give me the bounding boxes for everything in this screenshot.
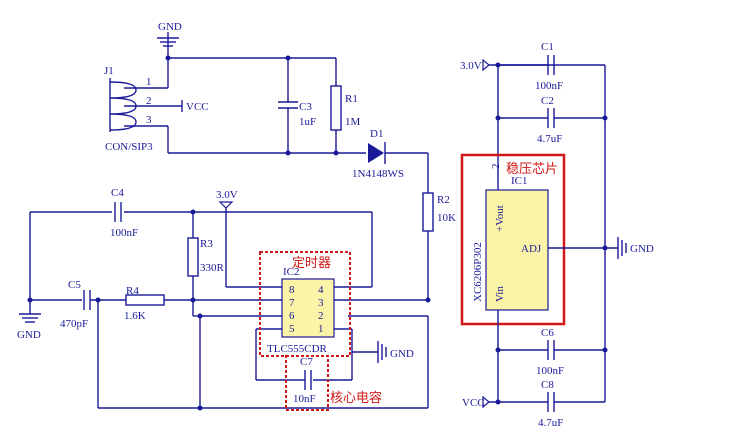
ic1-vout: +Vout: [494, 205, 506, 232]
ic2-pin2: 2: [318, 310, 324, 322]
regulator-note: 稳压芯片: [506, 161, 558, 177]
c1-label: C1: [541, 41, 554, 53]
ic2-pin4: 4: [318, 284, 324, 296]
c2-label: C2: [541, 95, 554, 107]
capacitor-c8: [547, 392, 555, 412]
gnd-symbol-right: [617, 237, 627, 259]
gnd-symbol-ic2: [377, 341, 387, 363]
gnd-label-top: GND: [158, 21, 182, 33]
c8-value: 4.7uF: [538, 417, 563, 429]
regulator-annotation-box: [460, 153, 566, 326]
resistor-r1: [330, 58, 342, 153]
c6-value: 100nF: [536, 365, 564, 377]
r1-label: R1: [345, 93, 358, 105]
ic2-pin6: 6: [289, 310, 295, 322]
c1-value: 100nF: [535, 80, 563, 92]
c7-label: C7: [300, 356, 313, 368]
capacitor-c7: [304, 370, 312, 390]
diode-d1: [336, 142, 429, 193]
ic1-adj: ADJ: [521, 243, 542, 255]
d1-label: D1: [370, 128, 383, 140]
resistor-r2: [422, 192, 434, 299]
ic2-part: TLC555CDR: [267, 343, 328, 355]
resistor-r3: [187, 212, 199, 316]
r4-value: 1.6K: [124, 310, 146, 322]
capacitor-c6: [547, 340, 555, 360]
c4-label: C4: [111, 187, 124, 199]
capacitor-c1: [498, 55, 555, 75]
timer-note: 定时器: [292, 256, 331, 271]
junction-dots: [27, 55, 608, 411]
r3-label: R3: [200, 238, 213, 250]
gnd-label-ic2: GND: [390, 348, 414, 360]
j1-label: J1: [104, 65, 114, 77]
c5-label: C5: [68, 279, 81, 291]
core-cap-annotation-box: [285, 355, 329, 411]
ic2-pin1: 1: [318, 323, 324, 335]
gnd-symbol-left: [19, 300, 41, 323]
power-3v0-right: [482, 58, 490, 72]
j1-pin3: 3: [146, 114, 152, 126]
ic1-chip: [485, 189, 549, 311]
gnd-label-left: GND: [17, 329, 41, 341]
c3-label: C3: [299, 101, 312, 113]
r2-label: R2: [437, 194, 450, 206]
capacitor-c5: [83, 290, 91, 310]
core-cap-note: 核心电容: [330, 390, 382, 406]
c6-label: C6: [541, 327, 554, 339]
timer-annotation-box: [259, 251, 351, 357]
j1-pin2: 2: [146, 95, 152, 107]
gnd-label-right: GND: [630, 243, 654, 255]
connector-j1: [109, 78, 182, 132]
c7-value: 10nF: [293, 393, 316, 405]
r4-label: R4: [126, 285, 139, 297]
ic2-pin8: 8: [289, 284, 295, 296]
vcc-symbol-bottom: [482, 395, 490, 409]
v30-right-label: 3.0V: [460, 60, 482, 72]
vcc-label-j1: VCC: [186, 101, 209, 113]
j1-pin1: 1: [146, 76, 152, 88]
ic2-pin3: 3: [318, 297, 324, 309]
ic1-pin2: 2: [490, 164, 502, 170]
v30-mid-label: 3.0V: [216, 189, 238, 201]
ic2-label: IC2: [283, 266, 300, 278]
ic2-pin7: 7: [289, 297, 295, 309]
c3-value: 1uF: [299, 116, 316, 128]
power-3v0-mid: [218, 201, 234, 287]
r2-value: 10K: [437, 212, 456, 224]
j1-part: CON/SIP3: [105, 141, 153, 153]
ic1-vin: Vin: [494, 286, 506, 302]
ic1-label: IC1: [511, 175, 528, 187]
r3-value: 330R: [200, 262, 225, 274]
c8-label: C8: [541, 379, 554, 391]
c5-value: 470pF: [60, 318, 88, 330]
ic1-part: XC6206P302: [472, 242, 484, 302]
r1-value: 1M: [345, 116, 361, 128]
gnd-symbol-top: [157, 32, 179, 58]
vcc-bottom-label: VCC: [462, 397, 485, 409]
c4-value: 100nF: [110, 227, 138, 239]
capacitor-c2: [547, 108, 555, 128]
ic2-chip: [281, 278, 335, 338]
capacitor-c3: [278, 58, 298, 153]
ic2-pin5: 5: [289, 323, 295, 335]
capacitor-c4: [114, 202, 122, 222]
d1-part: 1N4148WS: [352, 168, 404, 180]
c2-value: 4.7uF: [537, 133, 562, 145]
